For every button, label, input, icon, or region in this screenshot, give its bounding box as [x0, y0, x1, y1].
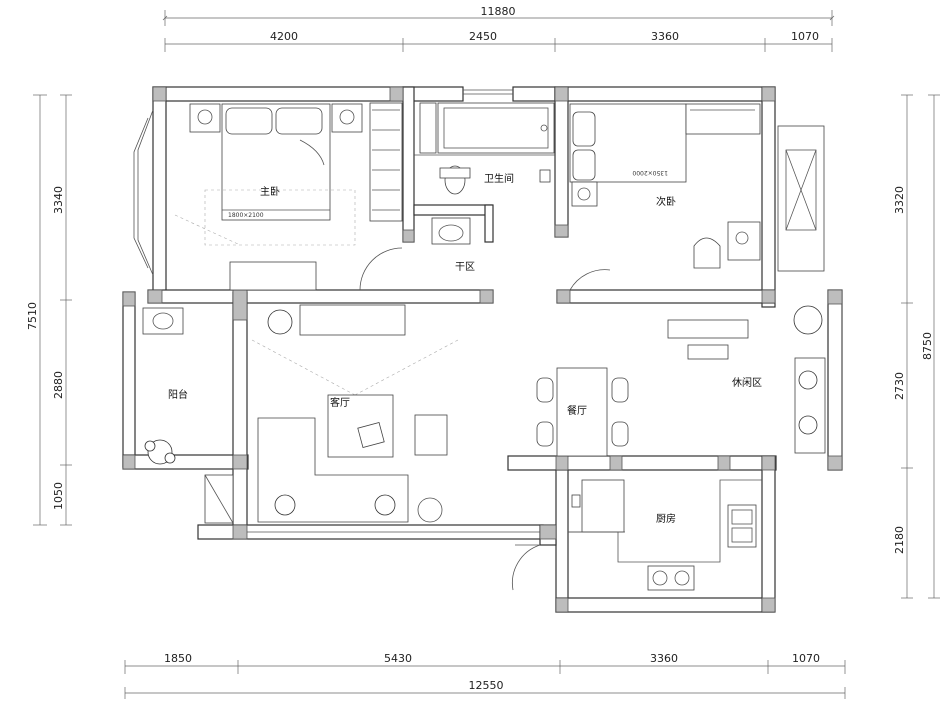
stove [647, 565, 695, 591]
sofa [257, 417, 409, 523]
room-label-leisure-area: 休闲区 [732, 376, 762, 389]
entry-door [512, 544, 541, 591]
kitchen-sink [727, 504, 757, 548]
piano [667, 319, 749, 339]
bottom-dimension-1: 1850 [164, 652, 192, 665]
bottom-total-dimension: 12550 [469, 679, 504, 692]
room-label-dry-area: 干区 [455, 261, 475, 273]
second-bed-size: 1350×2000 [632, 169, 668, 176]
room-label-balcony: 阳台 [168, 388, 188, 401]
right-dimension-2: 2730 [893, 372, 906, 400]
tv-cabinet [299, 304, 406, 336]
top-dimension-2: 2450 [469, 30, 497, 43]
bottom-dimension-3: 3360 [650, 652, 678, 665]
dining-table [556, 367, 608, 457]
left-dimension-2: 2880 [52, 371, 65, 399]
leisure-area: 休闲区 [667, 305, 826, 454]
room-label-dining-room: 餐厅 [567, 404, 587, 417]
second-bedroom: 1350×2000 次卧 [569, 103, 825, 291]
master-bedroom: 1800×2100 主卧 [133, 102, 403, 291]
bottom-dimension-4: 1070 [792, 652, 820, 665]
living-room: 客厅 [251, 304, 459, 523]
master-wardrobe [369, 102, 403, 222]
coffee-table [327, 394, 394, 458]
top-dimension-3: 3360 [651, 30, 679, 43]
bathtub [437, 102, 555, 154]
left-total-dimension: 7510 [26, 302, 39, 330]
bathroom: 卫生间 [414, 102, 555, 245]
bottom-dimensions: 1850 5430 3360 1070 12550 [124, 652, 846, 699]
right-dimension-1: 3320 [893, 186, 906, 214]
windows [247, 89, 843, 533]
room-label-second-bedroom: 次卧 [656, 195, 676, 208]
room-label-master-bedroom: 主卧 [260, 185, 280, 198]
structural-columns [122, 86, 843, 613]
top-dimension-4: 1070 [791, 30, 819, 43]
right-dimensions: 3320 2730 2180 8750 [893, 94, 940, 599]
right-total-dimension: 8750 [921, 332, 934, 360]
room-label-kitchen: 厨房 [656, 512, 676, 525]
room-label-bathroom: 卫生间 [484, 172, 514, 185]
top-total-dimension: 11880 [481, 5, 516, 18]
top-dimensions: 11880 4200 2450 3360 1070 [162, 5, 835, 52]
kitchen: 厨房 [568, 479, 762, 591]
left-dimensions: 7510 3340 2880 1050 [26, 94, 72, 526]
master-bed-size: 1800×2100 [228, 212, 264, 219]
right-dimension-3: 2180 [893, 526, 906, 554]
left-dimension-1: 3340 [52, 186, 65, 214]
dining-room: 餐厅 [536, 367, 629, 457]
balcony: 阳台 [142, 307, 234, 524]
bottom-dimension-2: 5430 [384, 652, 412, 665]
room-label-living-room: 客厅 [330, 396, 350, 409]
bath-basin [431, 217, 471, 245]
top-dimension-1: 4200 [270, 30, 298, 43]
balcony-basin [142, 307, 184, 335]
left-dimension-3: 1050 [52, 482, 65, 510]
